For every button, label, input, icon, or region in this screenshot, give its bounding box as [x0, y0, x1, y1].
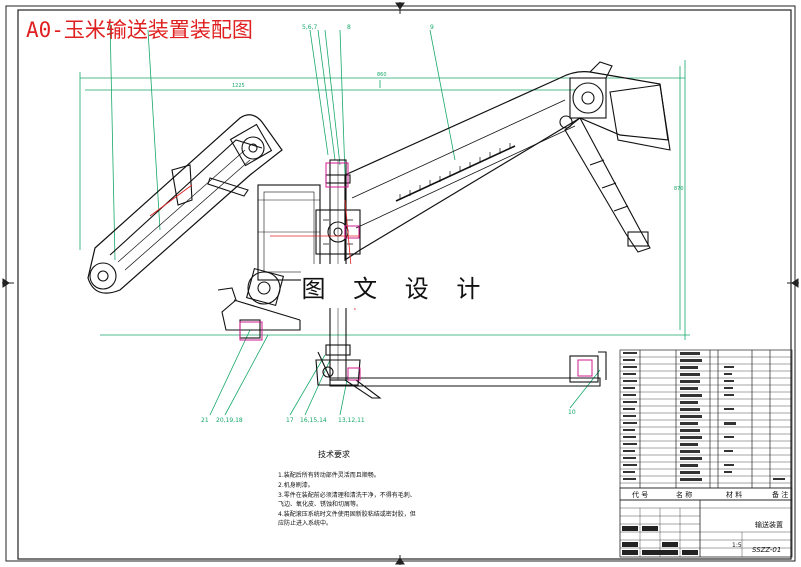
- right-conveyor-outline: [344, 71, 669, 262]
- leg-rib: [589, 159, 605, 166]
- parts-list-rows: [620, 356, 792, 484]
- requirement-line: 4.装配滚压系统时文件使用固新胶粘结或密封胶，但: [278, 511, 416, 518]
- callout-label: 8: [347, 24, 351, 31]
- central-frame: [257, 184, 321, 281]
- callout-labels: 5,6,7 8 9 21 20,19,18 17 16,15,14 13,12,…: [201, 24, 576, 424]
- lower-strut: [233, 299, 301, 321]
- base-wheel: [322, 366, 334, 378]
- callout-label: 20,19,18: [216, 417, 243, 424]
- shaft-foot: [315, 359, 361, 386]
- requirement-line: 3.零件在装配前必须清理和清洗干净，不得有毛刺、: [278, 492, 416, 499]
- title-block: [619, 499, 793, 558]
- parts-list-outline: [619, 349, 793, 489]
- head-bearing: [569, 77, 607, 119]
- left-tension-arm: [207, 177, 249, 197]
- left-drive-pulley: [89, 262, 117, 290]
- part-name: 输送装置: [755, 520, 783, 529]
- callout-label: 16,15,14: [300, 417, 327, 424]
- magenta-foot: [347, 367, 361, 381]
- head-pulley-hub: [581, 91, 595, 105]
- right-belt-teeth: [399, 143, 511, 200]
- drawing-title: A0-玉米输送装置装配图: [26, 18, 253, 42]
- inner-border: [17, 9, 792, 560]
- leg-foot: [627, 231, 649, 247]
- dimension-lines: [79, 19, 690, 416]
- base-left-strut: [317, 351, 331, 379]
- left-upper-wheel-hub: [248, 143, 258, 153]
- left-bracket: [171, 164, 193, 206]
- support-leg: [564, 117, 651, 253]
- base-right-block: [569, 355, 599, 383]
- leg-pivot: [559, 115, 573, 129]
- parts-list-illegible-cells: [623, 352, 785, 481]
- lower-bearing-block: [245, 267, 285, 307]
- lower-drive-hub: [257, 281, 271, 295]
- requirements-title: 技术要求: [318, 450, 350, 459]
- parts-list-table: [619, 349, 793, 489]
- requirement-line: 飞边、氧化皮、锈蚀和切屑等。: [278, 501, 363, 508]
- requirement-line: 应防止进入系统中。: [278, 520, 333, 527]
- left-drive-pulley-hub: [97, 270, 109, 282]
- machine-assembly: [87, 61, 671, 399]
- gearbox: [315, 209, 361, 255]
- head-housing: [609, 84, 671, 151]
- magenta-right-block: [577, 359, 593, 377]
- title-block-filled-cells: [622, 526, 698, 555]
- callout-label: 9: [430, 24, 434, 31]
- head-pulley: [572, 82, 604, 114]
- col-header: 备 注: [772, 490, 788, 499]
- right-chain: [395, 145, 516, 202]
- gear-teeth: [323, 219, 353, 245]
- left-upper-wheel: [241, 136, 265, 160]
- leg-rib: [601, 182, 617, 189]
- dim-text-top: 860: [377, 72, 387, 78]
- col-header: 材 料: [726, 490, 742, 499]
- left-belt-line: [124, 159, 251, 271]
- requirement-line: 2.机身刷漆。: [278, 482, 314, 489]
- scale-value: 1:5: [732, 542, 742, 549]
- callout-label: 13,12,11: [338, 417, 365, 424]
- callout-label: 10: [568, 409, 576, 416]
- left-conveyor-inner: [109, 139, 263, 256]
- lower-bracket: [217, 287, 301, 331]
- magenta-bolt: [344, 225, 360, 239]
- left-belt-line: [117, 149, 246, 263]
- magenta-bracket: [325, 162, 349, 188]
- drawing-number: SSZZ-01: [752, 546, 781, 554]
- base-diagonal: [344, 379, 382, 399]
- parts-list-header: 代 号 名 称 材 料 备 注: [619, 487, 793, 501]
- shaft-collar: [325, 344, 351, 356]
- callout-label: 21: [201, 417, 209, 424]
- col-header: 代 号: [632, 490, 648, 499]
- right-belt-bottom: [355, 125, 576, 229]
- dim-text-right: 870: [674, 186, 684, 192]
- base-end-hook: [598, 351, 607, 380]
- callout-label: 17: [286, 417, 294, 424]
- leg-rib: [613, 205, 629, 212]
- right-belt-top: [351, 99, 566, 199]
- head-hood: [589, 61, 613, 79]
- dim-text-mid: 1225: [232, 83, 245, 89]
- left-conveyor-outline: [87, 114, 283, 294]
- red-center-line: [149, 184, 193, 217]
- callout-label: 5,6,7: [302, 24, 317, 31]
- watermark-label: 图 文 设 计: [301, 264, 491, 308]
- base-rail: [329, 377, 601, 387]
- magenta-plate: [239, 321, 263, 341]
- col-header: 名 称: [676, 490, 692, 499]
- requirement-line: 1.装配后所有转动部件灵活而且顺畅。: [278, 472, 380, 479]
